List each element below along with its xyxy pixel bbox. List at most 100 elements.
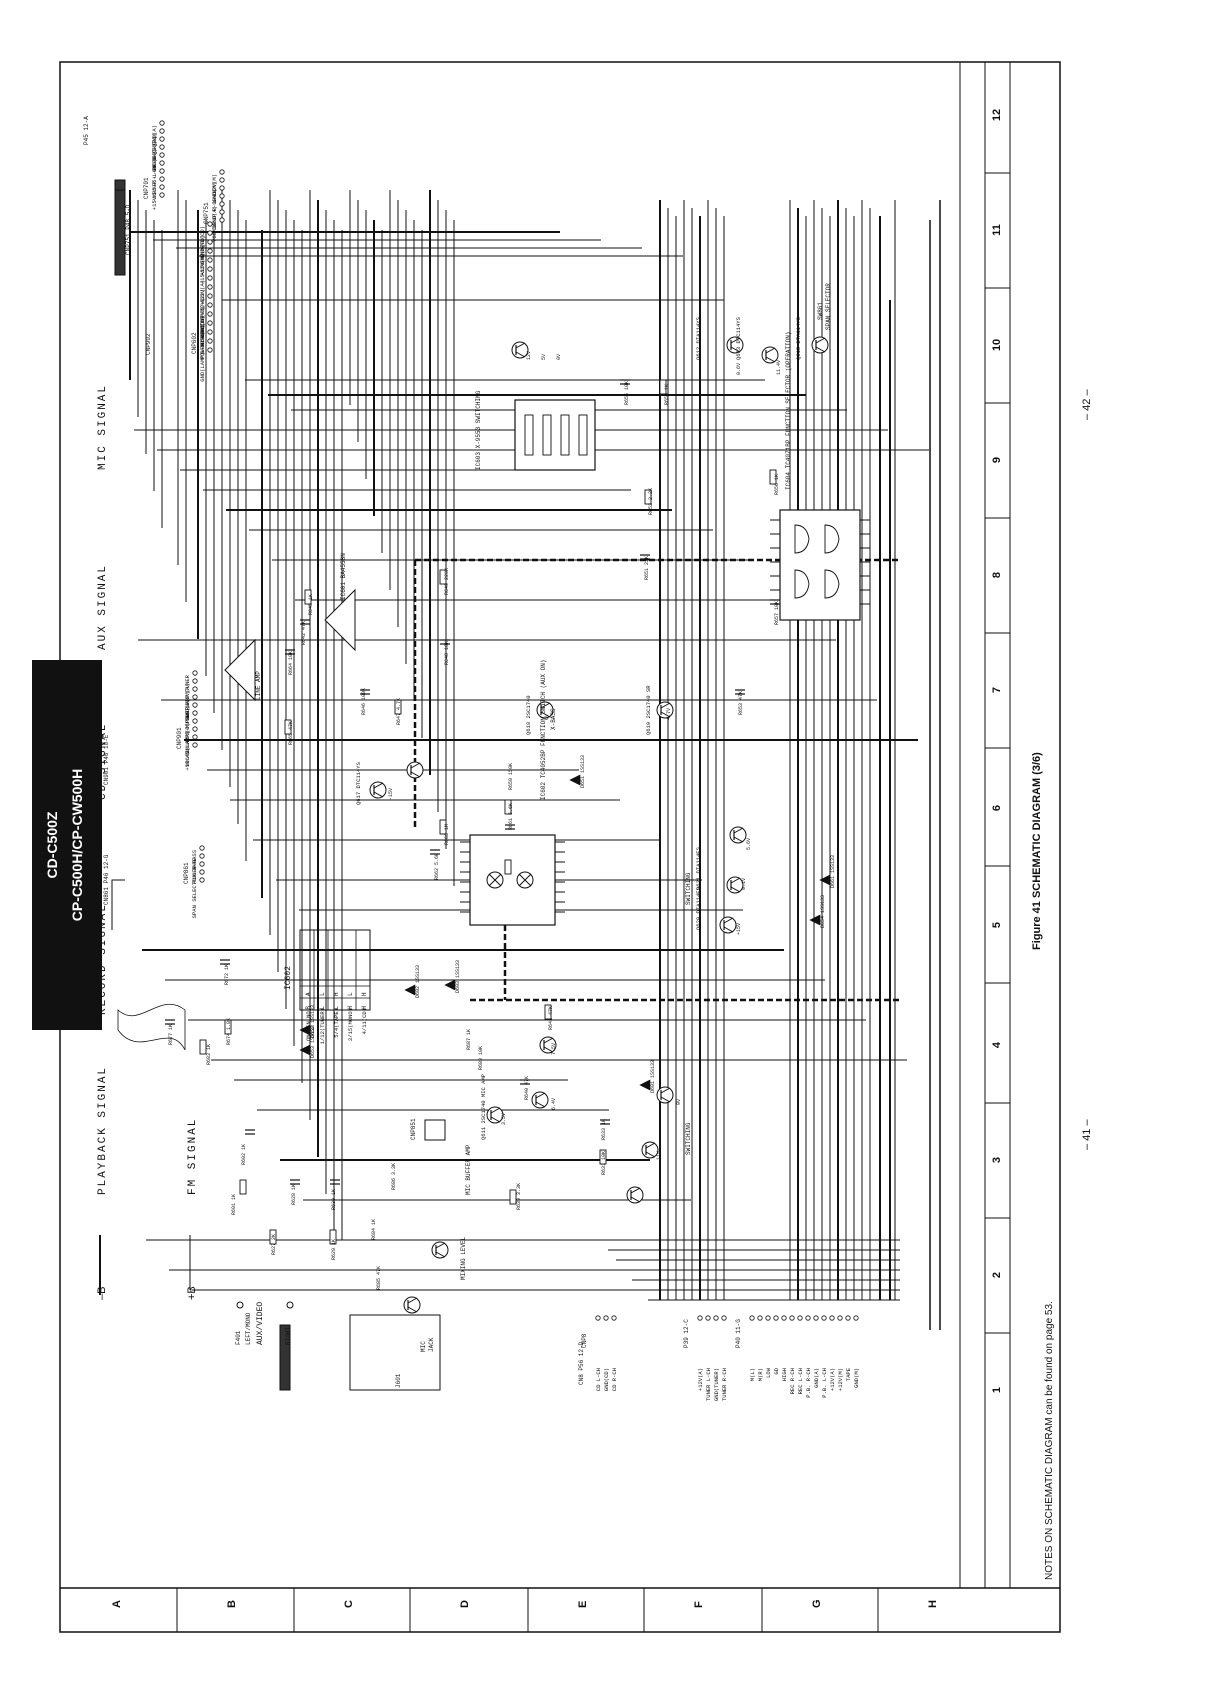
connector-bracket: [111, 879, 125, 930]
ic-table-cell: L: [319, 1006, 326, 1010]
voltage-label: 11V: [656, 1151, 662, 1160]
grid-col-12: 12: [991, 109, 1003, 121]
diode-label: D661 1SS133: [830, 855, 836, 888]
grid-col-3: 3: [991, 1157, 1003, 1163]
connector-name: CNP8: [581, 1333, 588, 1348]
grid-row-e: E: [577, 1601, 589, 1608]
connector-pin-label: M(R): [757, 1368, 764, 1381]
connector-pin-label: GND(D): [184, 699, 191, 719]
connector-pin: [159, 128, 165, 134]
voltage-label: +15V: [736, 923, 742, 935]
connector-pin: [207, 293, 213, 299]
connector-pin: [207, 347, 213, 353]
connector-pin-label: S-MUTE: [184, 714, 191, 735]
resistor: [439, 569, 447, 585]
resistor: [644, 489, 652, 505]
transistor: [536, 701, 554, 719]
connector-pin: [199, 853, 205, 859]
resistor-label: R661 5.6K: [508, 803, 514, 830]
connector-pin-label: GND(M): [199, 244, 206, 264]
ic-table-cell: L: [333, 1006, 340, 1010]
connector-pin: [159, 184, 165, 190]
transistor-body: [719, 916, 737, 934]
resistor-label: R662 5.6K: [434, 853, 440, 880]
resistor: [544, 1004, 552, 1020]
resistor: [284, 719, 292, 735]
connector-pin-label: TUNER L-CH: [705, 1368, 712, 1401]
connector-pin: [207, 248, 213, 254]
connector-pin-label: GND(TU): [199, 235, 206, 258]
transistor: [431, 1241, 449, 1259]
diode: [809, 914, 821, 926]
connector-pin: [219, 209, 225, 215]
resistor-label: R685 47K: [376, 1266, 382, 1290]
connector-bracket: [114, 189, 125, 240]
connector-pin-label: +10.4V(LAMP): [184, 731, 191, 771]
resistor-label: R648 10K: [444, 641, 450, 665]
connector-pin: [713, 1315, 719, 1321]
ic604-label: IC604 TC4071BP FUNCTION SELECTOR (OPERAT…: [785, 332, 792, 490]
ic602: [460, 834, 565, 926]
transistor: [531, 1091, 549, 1109]
resistor: [599, 1149, 607, 1165]
voltage-label: 11.4V: [776, 360, 782, 375]
connector-pin-label: GND(M): [853, 1368, 860, 1388]
connector-pin-label: S-MUTE: [199, 333, 206, 354]
connector-name: CNP701: [143, 177, 150, 199]
connector-pin: [797, 1315, 803, 1321]
legend-mic: MIC SIGNAL: [97, 384, 109, 470]
switching-label-2: SWITCHING: [685, 1122, 692, 1155]
grid-col-11: 11: [991, 224, 1003, 236]
resistor-label: R642 47K: [301, 621, 307, 645]
grid-row-f: F: [693, 1601, 705, 1608]
ic604-body: [779, 509, 861, 621]
connector-pin: [192, 686, 198, 692]
resistor-label: R602 1K: [241, 1144, 247, 1165]
transistor: [626, 1186, 644, 1204]
ref-cnp902: CNP902: [145, 333, 152, 355]
transistor-body: [626, 1186, 644, 1204]
diode-label: D652 1SS133: [310, 1005, 316, 1038]
resistor-label: R641 47K: [548, 1006, 554, 1030]
connector-pin: [773, 1315, 779, 1321]
ic-table-cell: A: [305, 992, 312, 996]
jack-pin: [286, 1301, 294, 1309]
diode: [569, 774, 581, 786]
connector-pin: [192, 726, 198, 732]
ic-table-cell: L: [319, 992, 326, 996]
connector-pin-label: REC R-CH: [789, 1368, 796, 1394]
ic604: [770, 509, 870, 621]
page-number-right: – 42 –: [1081, 389, 1093, 420]
transistor-label: Q620 DTA114ES: [695, 886, 702, 930]
connector-pin-label: R-CH: [211, 198, 218, 211]
resistor: [199, 1039, 207, 1055]
diode: [639, 1079, 651, 1091]
ref-cn861: CN861 P46 12-G: [103, 854, 110, 905]
diode: [404, 984, 416, 996]
ref-cnp751: CNP751 P48 5-D: [125, 204, 132, 255]
diode-label: D654 1SS133: [820, 895, 826, 928]
connector-pin-label: HIGH: [781, 1368, 788, 1381]
connector-pin: [697, 1315, 703, 1321]
connector-pin: [207, 320, 213, 326]
connector-pin: [845, 1315, 851, 1321]
resistor-label: R653 47K: [738, 691, 744, 715]
grid-row-h: H: [927, 1600, 939, 1608]
connector-pin-label: TUNER: [191, 865, 198, 882]
connector-pin-label: GND(D): [199, 316, 206, 336]
transistor: [641, 1141, 659, 1159]
connector-pin: [159, 160, 165, 166]
or-gate: [824, 569, 840, 599]
connector-pin: [192, 734, 198, 740]
connector-pin: [159, 136, 165, 142]
page-number-left: – 41 –: [1081, 1119, 1093, 1150]
connector-pin: [199, 861, 205, 867]
connector-name: CNP751: [203, 202, 210, 224]
grid-row-b: B: [226, 1600, 238, 1608]
wiring: [129, 190, 941, 1330]
connector-name: P39 12-C: [683, 1319, 690, 1348]
connector-pin-label: TUNER R-CH: [721, 1368, 728, 1401]
